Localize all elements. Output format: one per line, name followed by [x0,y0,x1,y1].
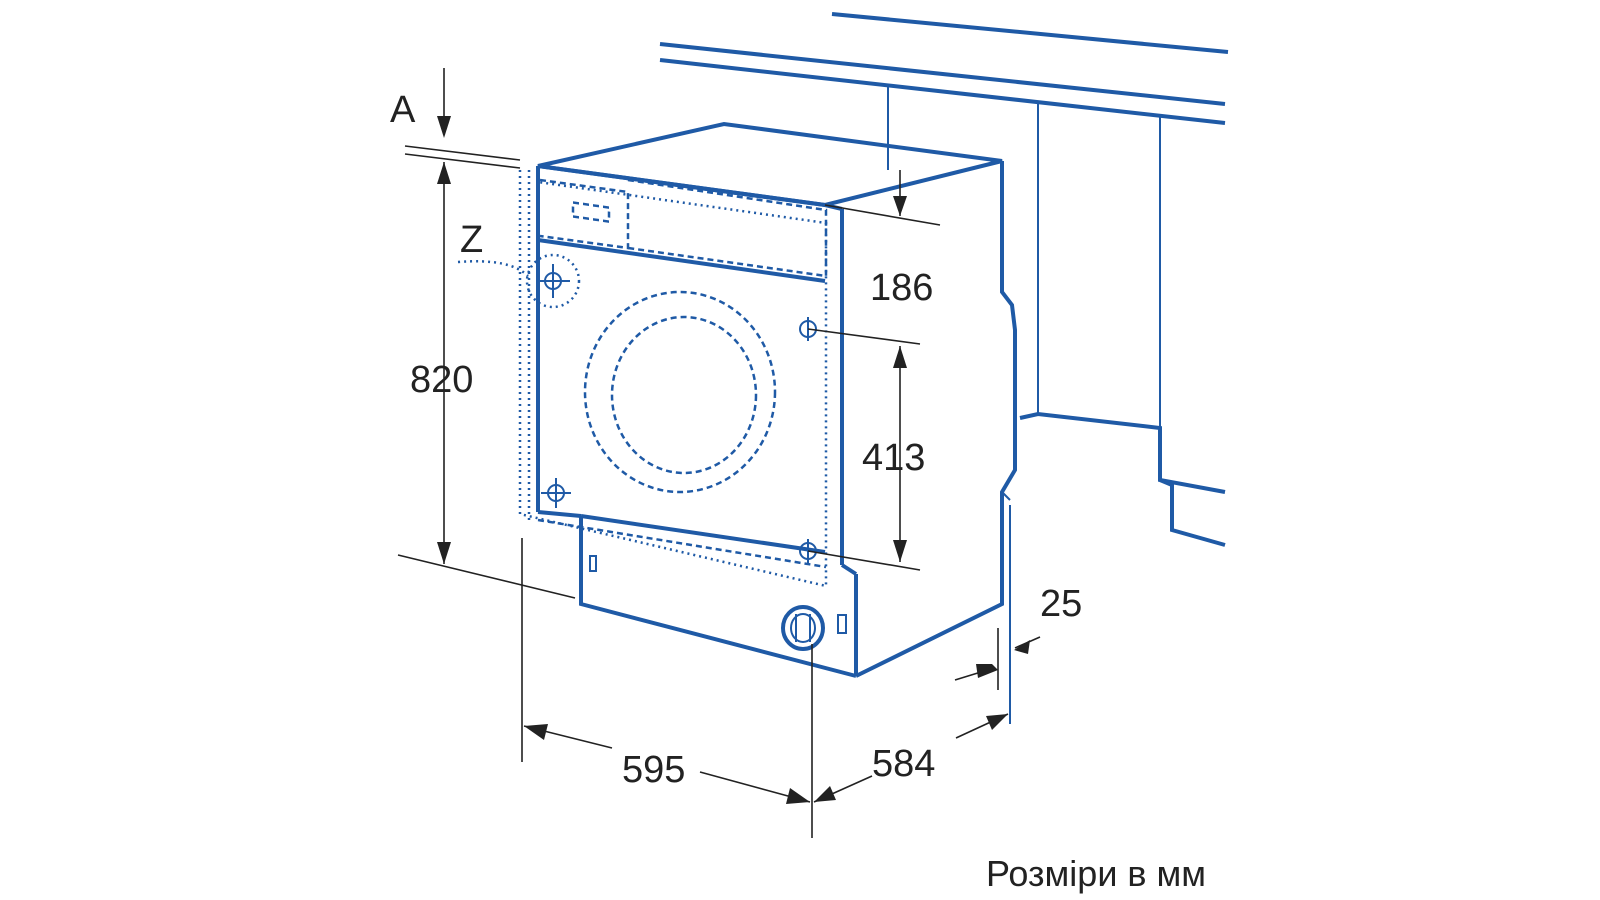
label-595: 595 [622,749,685,791]
door-outline [518,170,828,588]
label-413: 413 [862,437,925,479]
dimension-lines [397,68,1041,838]
machine-body [536,121,1017,678]
label-584: 584 [872,743,935,785]
cabinet-outline [659,12,1229,724]
label-25: 25 [1040,583,1082,625]
label-820: 820 [410,359,473,401]
label-z: Z [460,219,483,261]
label-a: A [390,89,416,131]
label-186: 186 [870,267,933,309]
units-caption: Розміри в мм [986,853,1206,894]
